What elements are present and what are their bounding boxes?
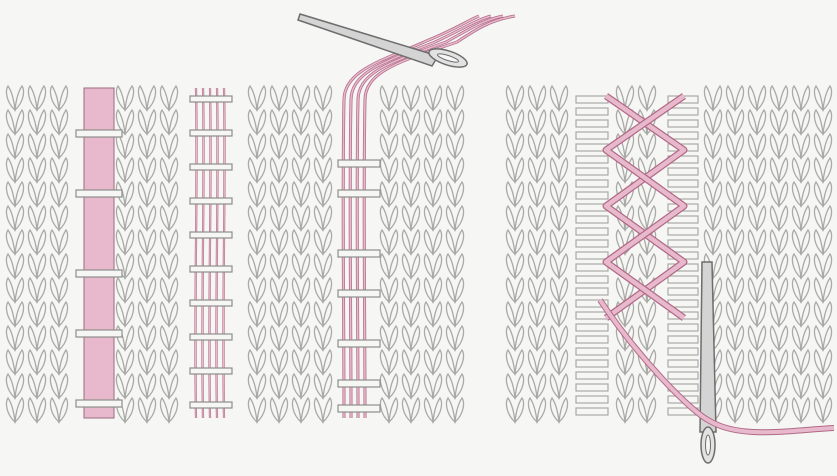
- ribbon-multi-strand: [190, 88, 232, 418]
- ribbon-single-wide: [76, 88, 122, 418]
- crisscross-lacing: [576, 96, 698, 415]
- left-knit-swatch: [6, 86, 463, 422]
